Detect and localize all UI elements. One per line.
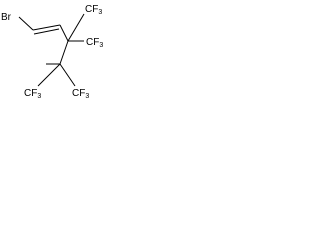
bond-c2-c3 — [59, 24, 69, 42]
atom-cf3-bottom-left: CF3 — [24, 88, 41, 100]
atom-cf3-right-subscript: 3 — [99, 42, 103, 49]
bond-c1-c2-double — [33, 28, 60, 35]
bond-br-c1 — [18, 16, 34, 31]
atom-cf3-br-main: CF — [72, 88, 85, 99]
structure-diagram: Br CF3 CF3 CF3 CF3 — [1, 4, 103, 100]
bond-c3-c4 — [59, 40, 69, 65]
atom-cf3-top-main: CF — [85, 4, 98, 15]
atom-cf3-right: CF3 — [86, 37, 103, 49]
atom-cf3-bl-subscript: 3 — [37, 93, 41, 100]
bond-c3-cf3-top — [67, 13, 85, 42]
atom-cf3-bl-prefix: C — [24, 88, 31, 99]
atom-cf3-bottom-right: CF3 — [72, 88, 89, 100]
atom-bromine: Br — [1, 12, 12, 23]
atom-cf3-top: CF3 — [85, 4, 102, 16]
atom-cf3-br-subscript: 3 — [85, 93, 89, 100]
atom-cf3-top-subscript: 3 — [98, 9, 102, 16]
bond-c1-c2 — [32, 24, 61, 31]
atom-cf3-bl-main: F — [31, 88, 37, 99]
atom-cf3-right-main: CF — [86, 37, 99, 48]
bond-c4-cf3-br — [59, 63, 76, 87]
bond-c4-cf3-bl — [37, 63, 61, 87]
